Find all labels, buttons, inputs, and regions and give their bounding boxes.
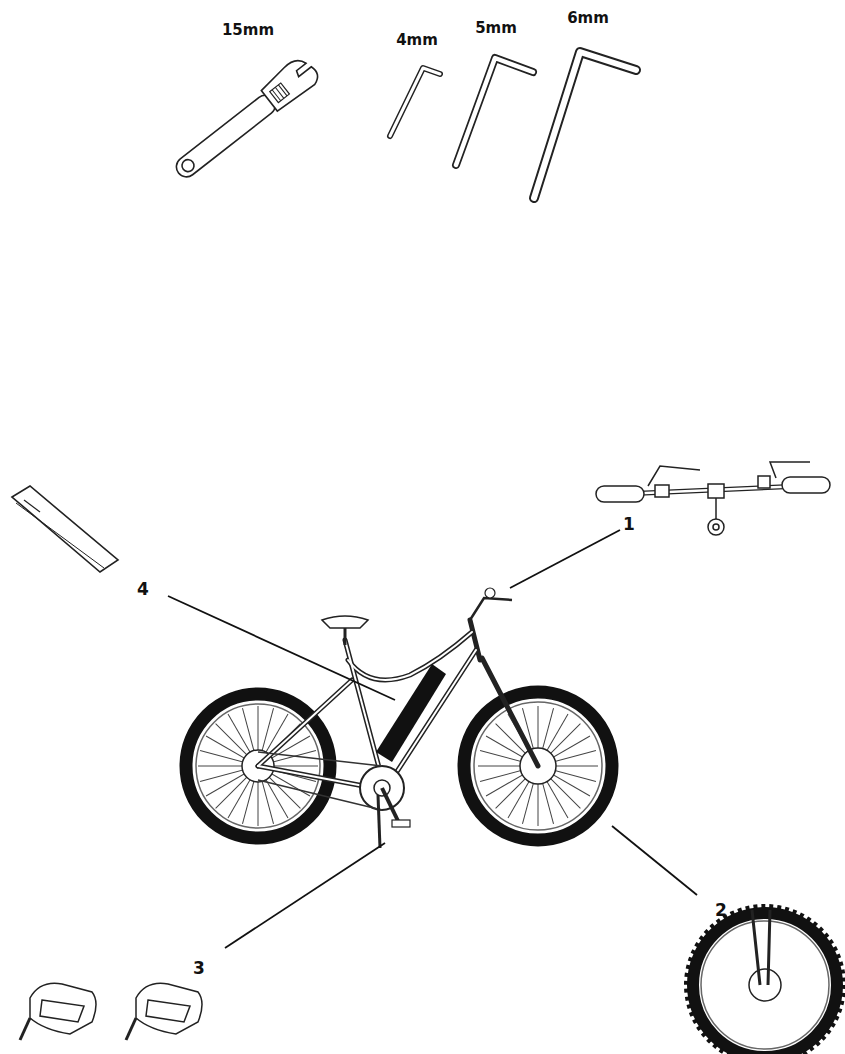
callout-number: 2 — [715, 902, 727, 919]
hex-keys — [390, 52, 636, 198]
right-grip — [782, 477, 830, 493]
pedals-part — [20, 983, 202, 1040]
wrench-head — [259, 53, 322, 112]
bicycle — [186, 588, 612, 848]
left-brake-lever — [648, 466, 700, 486]
stem — [715, 498, 717, 520]
seatpost — [344, 628, 347, 645]
wheel-disc — [749, 969, 781, 1001]
battery-mounted — [376, 664, 446, 762]
head-tube — [470, 620, 480, 660]
tool-size-label: 4mm — [396, 33, 438, 48]
pedal-tread — [146, 1000, 190, 1022]
tire-tread — [686, 906, 844, 1054]
adjustable-wrench — [167, 53, 322, 184]
battery-part — [12, 486, 118, 572]
tool-size-label: 15mm — [222, 23, 274, 38]
leader-lines — [168, 530, 697, 948]
handlebar-part — [596, 462, 830, 535]
battery-edge — [16, 503, 104, 568]
leader-line — [510, 530, 620, 588]
hex-key-6mm-fill — [534, 52, 636, 198]
wheel-fork — [752, 910, 770, 985]
wrench-thread — [272, 90, 281, 101]
hex-key-4mm-fill — [390, 68, 440, 136]
frame-fill — [258, 632, 476, 790]
pedal-axle — [126, 1018, 136, 1040]
battery-body — [12, 486, 118, 572]
shifter — [758, 476, 770, 488]
leader-line — [168, 596, 395, 700]
front-wheel-part — [686, 906, 844, 1054]
wheel-rim — [701, 921, 829, 1049]
hex-key-5mm — [456, 58, 533, 165]
left-grip — [596, 486, 644, 502]
wheel-tire — [693, 913, 837, 1054]
pedal-right — [136, 983, 202, 1034]
top-tube-fill — [348, 632, 472, 680]
leader-line — [612, 826, 697, 895]
stem-collar — [708, 519, 724, 535]
shifter — [655, 485, 669, 497]
leader-line — [225, 843, 385, 948]
wrench-thread — [275, 87, 284, 98]
pedal-left — [30, 983, 96, 1034]
wrench-handle — [172, 91, 279, 181]
callout-number: 3 — [193, 960, 205, 977]
saddle — [322, 616, 368, 628]
kickstand — [378, 795, 380, 848]
wrench-thread — [278, 85, 287, 96]
frame — [258, 620, 538, 790]
hex-key-6mm — [534, 52, 636, 198]
fork — [482, 658, 538, 766]
tool-size-label: 6mm — [567, 11, 609, 26]
tool-size-label: 5mm — [475, 21, 517, 36]
pedal-tread — [40, 1000, 84, 1022]
hex-key-4mm — [390, 68, 440, 136]
brake-lever-mounted — [485, 588, 495, 598]
chain — [258, 752, 382, 810]
right-brake-lever — [770, 462, 810, 478]
callout-number: 4 — [137, 581, 149, 598]
stem-clamp — [708, 484, 724, 498]
hex-key-5mm-fill — [456, 58, 533, 165]
wrench-hole — [180, 157, 197, 174]
top-tube — [348, 632, 472, 680]
stem-bolt — [713, 524, 719, 530]
pedal-mounted — [392, 820, 410, 827]
wrench-screw — [270, 83, 290, 103]
callout-number: 1 — [623, 516, 635, 533]
pedal-axle — [20, 1018, 30, 1040]
handlebar-mounted — [470, 598, 512, 620]
